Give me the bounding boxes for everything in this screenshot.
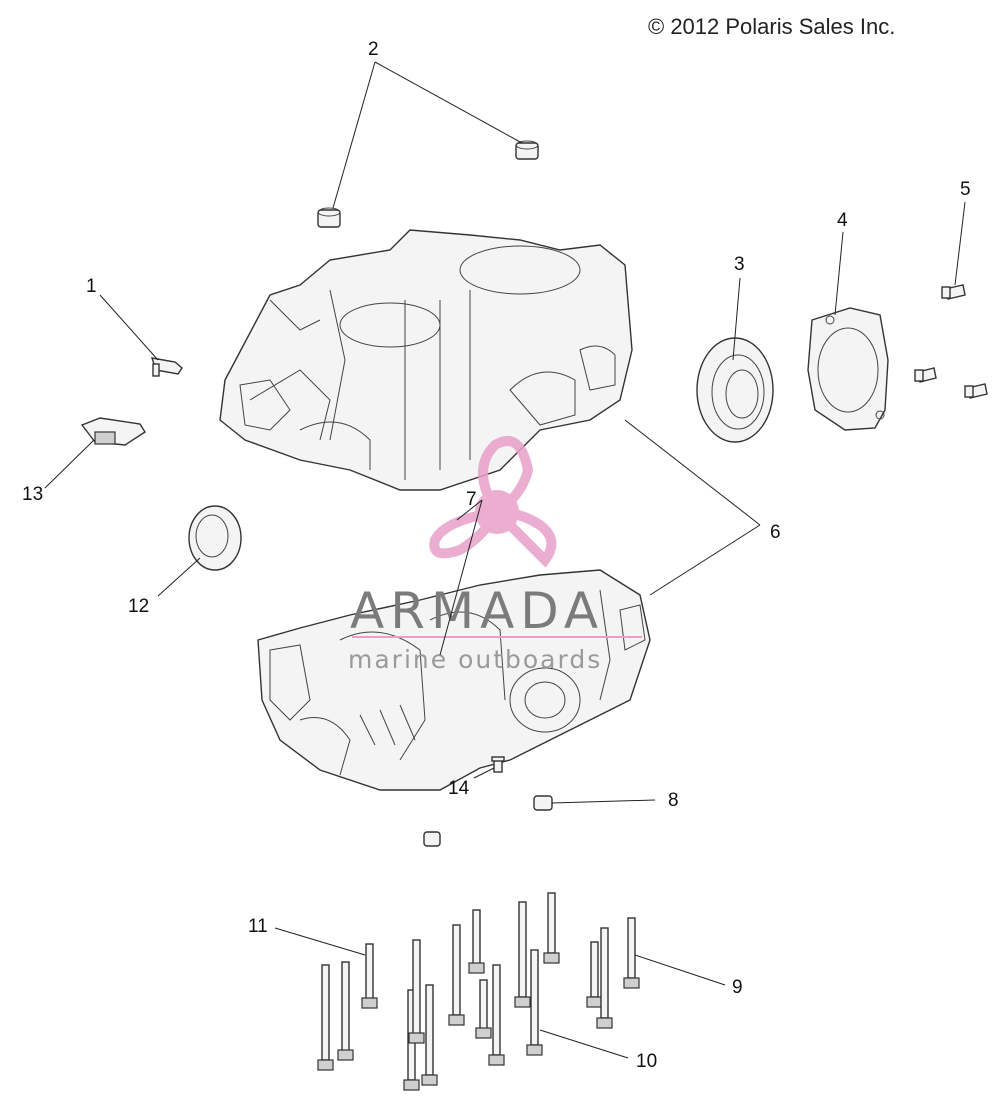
part-13-sensor[interactable] xyxy=(80,417,146,446)
part-8-dowel-b[interactable] xyxy=(423,831,441,847)
copyright-text: © 2012 Polaris Sales Inc. xyxy=(648,14,895,39)
bolt[interactable] xyxy=(337,961,354,1061)
callout-2: 2 xyxy=(368,39,379,60)
armada-logo xyxy=(429,435,557,568)
part-5-screw-c[interactable] xyxy=(964,383,988,399)
part-12-seal[interactable] xyxy=(188,505,242,571)
callout-5: 5 xyxy=(960,179,971,200)
leader-lines xyxy=(44,61,966,1059)
bolt[interactable] xyxy=(623,917,640,989)
bolt[interactable] xyxy=(543,892,560,964)
bolt[interactable] xyxy=(596,927,613,1029)
lower-crankcase[interactable] xyxy=(257,569,651,791)
upper-crankcase[interactable] xyxy=(219,229,633,491)
bolt[interactable] xyxy=(448,924,465,1026)
bolt[interactable] xyxy=(475,979,492,1039)
part-5-screw-b[interactable] xyxy=(914,367,937,383)
part-3-seal[interactable] xyxy=(696,337,774,443)
watermark-divider xyxy=(352,636,642,638)
callout-4: 4 xyxy=(837,210,848,231)
part-8-dowel-a[interactable] xyxy=(533,795,553,811)
callout-8: 8 xyxy=(668,790,679,811)
callout-14: 14 xyxy=(448,778,470,799)
bolt[interactable] xyxy=(317,964,334,1071)
callout-1: 1 xyxy=(86,276,97,297)
callout-11: 11 xyxy=(248,916,268,937)
part-5-screw-a[interactable] xyxy=(941,284,966,300)
bolt[interactable] xyxy=(408,939,425,1044)
part-1-fitting[interactable] xyxy=(150,357,183,377)
callout-7: 7 xyxy=(466,489,477,510)
callout-12: 12 xyxy=(128,596,149,617)
callout-13: 13 xyxy=(22,484,43,505)
bolt[interactable] xyxy=(586,941,603,1008)
bolt[interactable] xyxy=(488,964,505,1066)
part-2-dowel-upper[interactable] xyxy=(515,140,539,160)
part-14-bolt[interactable] xyxy=(491,756,505,773)
callout-3: 3 xyxy=(734,254,745,275)
bolt[interactable] xyxy=(468,909,485,974)
bolt[interactable] xyxy=(361,943,378,1009)
callout-9: 9 xyxy=(732,977,743,998)
bolt[interactable] xyxy=(514,901,531,1008)
part-4-cover[interactable] xyxy=(807,307,889,431)
part-2-dowel-lower[interactable] xyxy=(317,207,341,228)
callout-6: 6 xyxy=(770,522,781,543)
bolt-group xyxy=(317,892,640,1091)
callout-10: 10 xyxy=(636,1051,657,1072)
bolt[interactable] xyxy=(421,984,438,1086)
watermark-tagline: marine outboards xyxy=(348,645,602,674)
watermark-brand: ARMADA xyxy=(350,582,604,640)
bolt[interactable] xyxy=(526,949,543,1056)
